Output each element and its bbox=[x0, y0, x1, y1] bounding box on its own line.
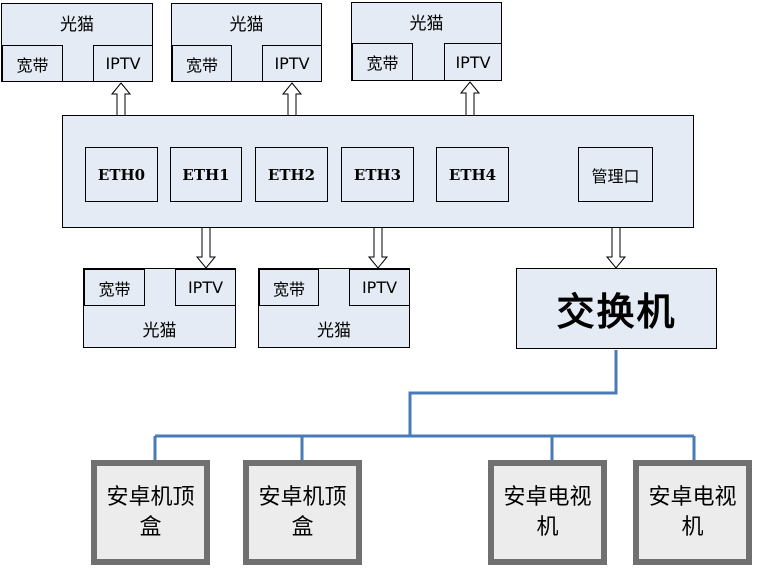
modem-top-2: 光猫 宽带 IPTV bbox=[171, 3, 322, 82]
port-eth2: ETH2 bbox=[255, 147, 328, 202]
iptv-port: IPTV bbox=[175, 269, 236, 306]
switch-box: 交换机 bbox=[516, 268, 717, 349]
port-eth1: ETH1 bbox=[170, 147, 242, 202]
modem-title: 光猫 bbox=[229, 15, 264, 35]
modem-top-1: 光猫 宽带 IPTV bbox=[1, 3, 153, 82]
iptv-port: IPTV bbox=[93, 45, 153, 82]
broadband-port: 宽带 bbox=[259, 269, 319, 306]
device-android-tv-1: 安卓电视机 bbox=[488, 460, 607, 565]
switch-trunk-line bbox=[408, 350, 618, 436]
broadband-port: 宽带 bbox=[352, 43, 413, 81]
broadband-port: 宽带 bbox=[84, 269, 145, 306]
port-eth3: ETH3 bbox=[341, 147, 414, 202]
device-android-stb-1: 安卓机顶盒 bbox=[91, 460, 210, 565]
modem-title: 光猫 bbox=[60, 15, 94, 35]
device-label: 安卓机顶盒 bbox=[258, 484, 347, 540]
port-eth0: ETH0 bbox=[85, 147, 158, 202]
device-label: 安卓机顶盒 bbox=[106, 484, 195, 540]
iptv-port: IPTV bbox=[262, 45, 322, 82]
modem-bottom-1: 宽带 IPTV 光猫 bbox=[83, 268, 236, 348]
device-label: 安卓电视机 bbox=[503, 484, 592, 540]
modem-title: 光猫 bbox=[142, 321, 177, 341]
modem-title: 光猫 bbox=[317, 321, 351, 341]
modem-title: 光猫 bbox=[409, 14, 444, 34]
modem-top-3: 光猫 宽带 IPTV bbox=[351, 2, 502, 81]
broadband-port: 宽带 bbox=[2, 45, 63, 82]
modem-bottom-2: 宽带 IPTV 光猫 bbox=[258, 268, 410, 348]
device-label: 安卓电视机 bbox=[648, 484, 737, 540]
port-eth4: ETH4 bbox=[436, 147, 509, 202]
device-android-tv-2: 安卓电视机 bbox=[633, 460, 752, 565]
device-android-stb-2: 安卓机顶盒 bbox=[243, 460, 362, 565]
iptv-port: IPTV bbox=[349, 269, 410, 306]
switch-tree-lines bbox=[153, 350, 696, 460]
iptv-port: IPTV bbox=[444, 43, 502, 81]
switch-label: 交换机 bbox=[556, 290, 677, 334]
port-management: 管理口 bbox=[578, 147, 653, 202]
broadband-port: 宽带 bbox=[172, 45, 232, 82]
